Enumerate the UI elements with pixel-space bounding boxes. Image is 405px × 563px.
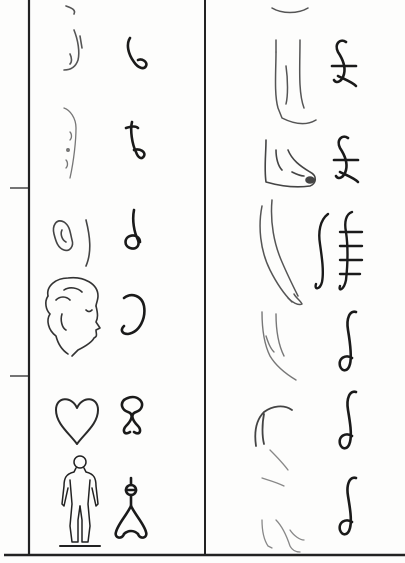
right-row-shoulder xyxy=(255,392,356,449)
left-row-head xyxy=(46,278,145,356)
arm-drawing xyxy=(260,200,302,305)
chin-drawing xyxy=(64,6,82,70)
right-column xyxy=(255,8,362,552)
foot-drawing xyxy=(265,140,315,187)
right-row-foot xyxy=(265,137,358,187)
leg-drawing xyxy=(272,8,316,124)
ear-glyph xyxy=(126,210,141,249)
torso-drawing xyxy=(262,450,304,552)
left-row-body xyxy=(60,456,146,546)
right-row-forearm xyxy=(262,312,356,380)
left-row-chin xyxy=(64,6,146,70)
right-row-arm xyxy=(260,200,362,305)
body-glyph xyxy=(116,478,147,538)
left-row-cheek xyxy=(64,108,144,178)
torso-glyph xyxy=(340,478,356,535)
right-row-leg xyxy=(272,8,356,124)
left-row-heart xyxy=(56,397,142,444)
left-row-ear xyxy=(53,210,140,266)
right-row-torso xyxy=(262,450,356,552)
shoulder-glyph xyxy=(340,392,356,449)
heart-glyph xyxy=(122,397,142,433)
forearm-drawing xyxy=(262,312,296,380)
body-drawing xyxy=(60,456,100,546)
head-drawing xyxy=(46,278,100,356)
leg-glyph xyxy=(332,41,356,86)
forearm-glyph xyxy=(340,312,356,371)
ear-drawing xyxy=(53,220,89,266)
arm-glyph xyxy=(316,212,362,289)
foot-glyph xyxy=(334,137,358,182)
chin-glyph xyxy=(128,38,146,68)
heart-drawing xyxy=(56,399,98,444)
head-glyph xyxy=(122,295,144,334)
cheek-glyph xyxy=(126,122,144,158)
cheek-drawing xyxy=(64,108,76,178)
shoulder-drawing xyxy=(255,406,292,446)
left-column xyxy=(46,6,147,546)
